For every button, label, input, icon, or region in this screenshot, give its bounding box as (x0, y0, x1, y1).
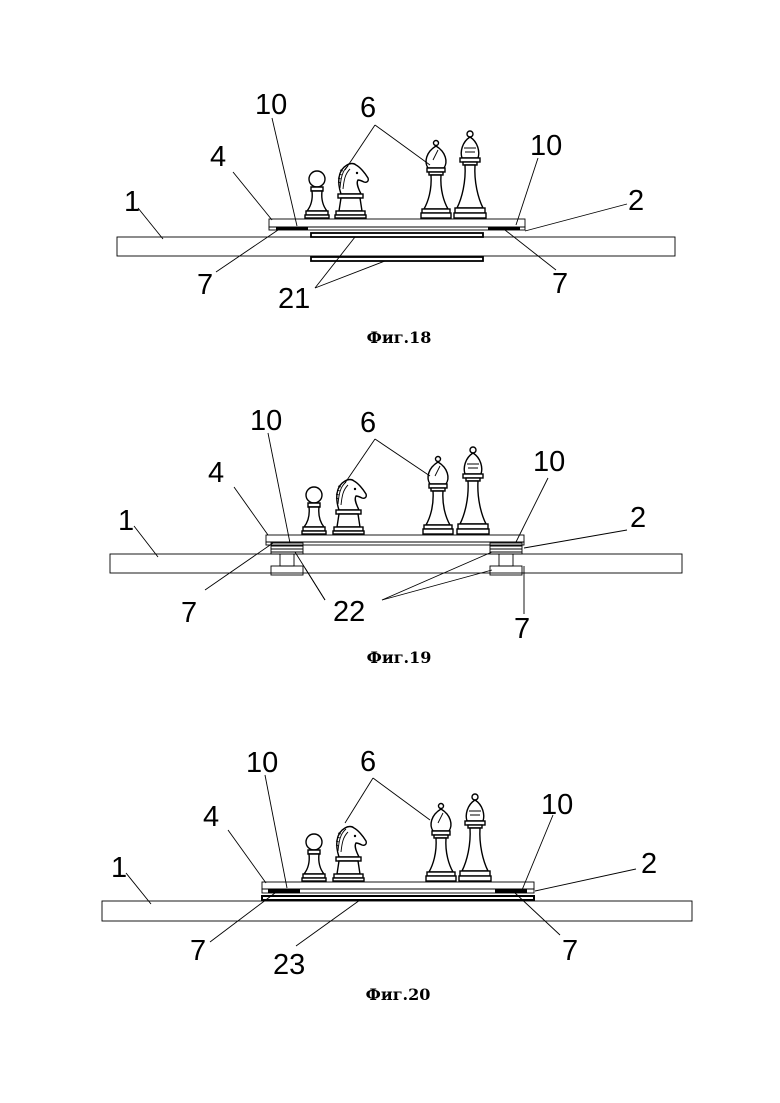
ref-part: 21 (278, 283, 310, 315)
clamp-22-left (271, 543, 303, 575)
ref-magnet-left: 7 (181, 597, 197, 629)
ref-plate: 2 (628, 185, 644, 217)
pawn-icon (302, 487, 326, 534)
queen-icon (454, 131, 486, 218)
figure-20: 1 4 10 6 10 2 7 7 23 Фиг.20 (102, 746, 692, 1004)
ref-magnet-left: 7 (197, 269, 213, 301)
chess-pieces (305, 131, 486, 218)
ref-board: 1 (118, 505, 134, 537)
ref-magnet-right: 7 (562, 935, 578, 967)
knight-icon (333, 827, 366, 882)
frame-4 (269, 219, 525, 227)
bishop-icon (426, 804, 456, 882)
knight-icon (333, 480, 366, 535)
figure-18: 1 4 10 6 10 2 7 7 21 Фиг.18 (117, 89, 675, 347)
ref-ring-left: 10 (255, 89, 287, 121)
plate-2 (262, 889, 534, 893)
figure-caption: Фиг.19 (367, 648, 432, 667)
ref-ring-left: 10 (250, 405, 282, 437)
chess-pieces (302, 447, 489, 534)
ref-part: 22 (333, 596, 365, 628)
magnet-7-left (268, 889, 300, 893)
ref-ring-left: 10 (246, 747, 278, 779)
board-1 (102, 901, 692, 921)
magnet-7-left (276, 227, 308, 230)
plate-2 (266, 542, 524, 545)
ref-magnet-right: 7 (552, 268, 568, 300)
magnet-7-right (488, 227, 520, 230)
figure-caption: Фиг.20 (366, 985, 431, 1004)
part-21-upper (311, 233, 483, 237)
ref-ring-right: 10 (541, 789, 573, 821)
pawn-icon (305, 171, 329, 218)
ref-ring-right: 10 (530, 130, 562, 162)
ref-frame: 4 (208, 457, 224, 489)
ref-pieces: 6 (360, 92, 376, 124)
ref-part: 23 (273, 949, 305, 981)
frame-4 (262, 882, 534, 889)
frame-4 (266, 535, 524, 542)
ref-plate: 2 (641, 848, 657, 880)
queen-icon (457, 447, 489, 534)
knight-icon (335, 164, 368, 219)
ref-magnet-right: 7 (514, 613, 530, 645)
chess-pieces (302, 794, 491, 881)
ref-ring-right: 10 (533, 446, 565, 478)
figure-caption: Фиг.18 (367, 328, 432, 347)
part-23 (262, 896, 534, 900)
clamp-22-right (490, 543, 522, 575)
figure-19: 1 4 10 6 10 2 7 7 22 Фиг.19 (110, 405, 682, 667)
bishop-icon (421, 141, 451, 219)
ref-pieces: 6 (360, 746, 376, 778)
ref-frame: 4 (210, 141, 226, 173)
board-1 (110, 554, 682, 573)
queen-icon (459, 794, 491, 881)
ref-frame: 4 (203, 801, 219, 833)
ref-board: 1 (111, 852, 127, 884)
pawn-icon (302, 834, 326, 881)
ref-magnet-left: 7 (190, 935, 206, 967)
ref-plate: 2 (630, 502, 646, 534)
bishop-icon (423, 457, 453, 535)
ref-board: 1 (124, 186, 140, 218)
ref-pieces: 6 (360, 407, 376, 439)
board-1 (117, 237, 675, 256)
